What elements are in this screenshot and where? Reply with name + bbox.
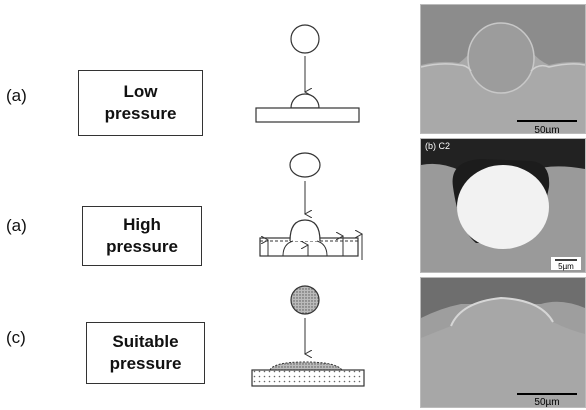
- deposition-schematics: [251, 24, 365, 387]
- row-label-suitable: (c): [6, 328, 26, 347]
- scale-bar-label-1: 50µm: [534, 125, 559, 133]
- row-label-high: (a): [6, 216, 27, 235]
- row-label-low: (a): [6, 86, 27, 105]
- low-pressure-line2: pressure: [104, 104, 177, 123]
- low-pressure-box: Low pressure: [78, 70, 203, 136]
- high-pressure-line1: High: [123, 215, 161, 234]
- substrate-suitable: [251, 369, 365, 387]
- high-pressure-line2: pressure: [106, 237, 178, 256]
- suitable-pressure-line2: pressure: [109, 354, 182, 373]
- photo-tag: (b) C2: [425, 141, 450, 151]
- scale-bar-label-3: 50µm: [534, 397, 559, 407]
- splat-high: [289, 219, 321, 242]
- substrate-low: [255, 107, 360, 123]
- particle-circle-suitable: [290, 285, 320, 315]
- suitable-pressure-box: Suitable pressure: [86, 322, 205, 384]
- micrograph-low-pressure: 50µm: [420, 4, 586, 134]
- low-pressure-sketch: [255, 24, 360, 123]
- micrograph-suitable-pressure: 50µm: [420, 277, 586, 408]
- suitable-pressure-line1: Suitable: [112, 332, 179, 351]
- high-pressure-box: High pressure: [82, 206, 202, 266]
- particle-circle-low: [290, 24, 320, 54]
- micrograph-high-pressure: (b) C2 5µm: [420, 138, 586, 273]
- particle-ellipse-high: [289, 152, 321, 178]
- high-pressure-sketch: [259, 152, 362, 260]
- low-pressure-line1: Low: [123, 82, 158, 101]
- scale-bar-label-2: 5µm: [558, 262, 574, 271]
- suitable-pressure-sketch: [251, 285, 365, 387]
- splat-low: [290, 93, 320, 109]
- splat-suitable: [269, 361, 344, 371]
